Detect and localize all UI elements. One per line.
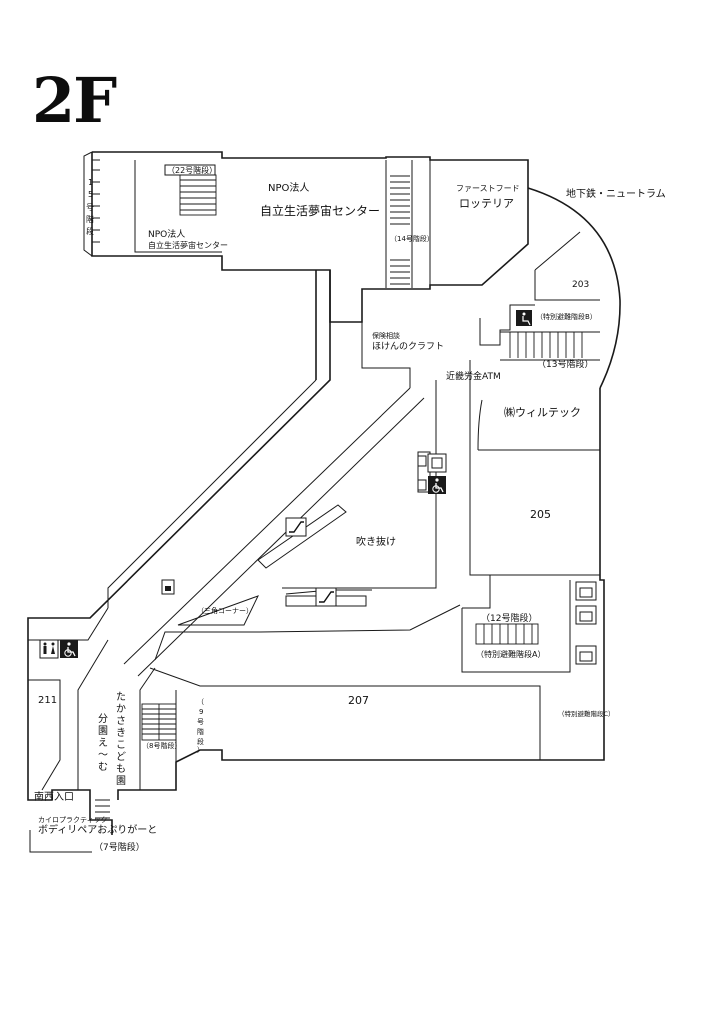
atm-label: 近畿労金ATM [446,370,501,382]
pillar-icon [417,455,427,491]
triangle-corner-label: （三角コーナー） [197,606,253,615]
svg-text:）: ） [197,746,204,754]
svg-text:9: 9 [199,708,203,716]
labels: （22号階段） NPO法人 自立生活夢宙センター NPO法人 自立生活夢宙センタ… [34,165,666,853]
elevator-icon [575,605,597,625]
wheelchair-icon [516,310,532,326]
hoken-line2: ほけんのクラフト [372,341,444,352]
special-stair-b-label: （特別避難階段B） [536,312,597,321]
stairs-22 [179,174,217,216]
nursery-vertical-label: たかさきこども園 分園え～む [98,691,126,787]
fastfood-line2: ロッテリア [459,197,514,210]
stairs-8 [141,703,177,741]
npo-small-line2: 自立生活夢宙センター [148,240,228,250]
stair-14-label: （14号階段） [390,234,434,243]
room-207-label: 207 [348,694,369,707]
hoken-line1: 保険相談 [372,331,400,340]
nursery-line2: 分園え～む [98,713,108,773]
atrium-label: 吹き抜け [356,535,396,548]
floor-title: 2F [32,64,117,137]
elevator-icon [575,581,597,601]
svg-text:段: 段 [197,737,204,746]
special-stair-c-label: （特別避難階段C） [558,709,615,718]
stairs-12 [475,623,539,645]
svg-text:1: 1 [88,178,93,187]
room-walls [28,160,600,791]
room-203-label: 203 [572,280,589,290]
chiro-line1: カイロプラクティック [38,816,108,824]
svg-text:号: 号 [86,203,94,212]
wheelchair-icon [428,476,446,494]
stair-7-label: （7号階段） [94,841,145,853]
stairs-7 [95,799,110,819]
south-west-entrance-label: 南西入口 [34,790,74,803]
chiro-line2: ボディリペアおぷりがーと [38,823,157,836]
svg-text:5: 5 [88,190,93,199]
stair-12-label: （12号階段） [481,612,537,624]
npo-main-line1: NPO法人 [268,181,309,194]
stairs-13 [500,331,600,358]
nursery-line1: たかさきこども園 [116,691,126,787]
wheelchair-icon [60,640,78,658]
subway-label: 地下鉄・ニュートラム [566,187,666,200]
outer-walls [27,151,621,853]
svg-text:（: （ [197,698,204,706]
phone-icon [161,579,175,595]
stair-13-label: （13号階段） [537,358,593,370]
restroom-icon [39,639,59,659]
svg-text:階: 階 [197,727,204,736]
elevator-icon [575,645,597,665]
elevator-icon [427,453,447,473]
stair-9-vertical-label: （ 9 号 階 段 ） [197,698,204,754]
fastfood-line1: ファーストフード [456,184,520,193]
escalator-icon [285,517,307,537]
svg-text:号: 号 [197,718,204,726]
npo-small-line1: NPO法人 [148,228,185,240]
room-211-label: 211 [38,695,57,706]
stair-22-label: （22号階段） [167,165,217,175]
stairs-15 [92,159,100,243]
svg-text:階: 階 [86,214,94,224]
willtec-label: ㈱ウィルテック [504,406,581,419]
npo-main-line2: 自立生活夢宙センター [260,203,380,218]
special-stair-a-label: （特別避難階段A） [476,649,545,659]
stair-8-label: （8号階段） [142,741,181,750]
stair-15-vertical-label: 1 5 号 階 段 [86,178,94,236]
room-205-label: 205 [530,508,551,521]
svg-text:段: 段 [86,226,94,236]
escalator-icon [315,587,337,607]
stairs-14 [390,175,410,285]
